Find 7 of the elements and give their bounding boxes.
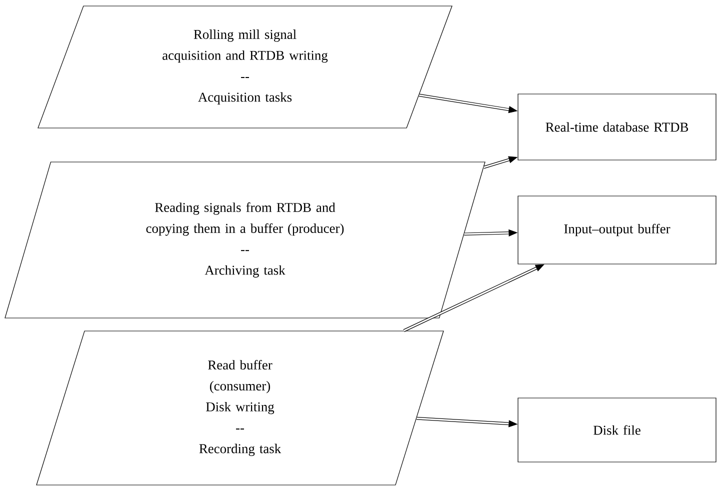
process-box: Disk file — [518, 398, 716, 462]
process-box: Input–output buffer — [518, 196, 716, 264]
arrow — [403, 264, 544, 332]
parallelogram-box: Rolling mill signal acquisition and RTDB writing -- Acquisition tasks — [38, 6, 452, 128]
process-box: Real-time database RTDB — [518, 94, 716, 160]
parallelogram-box: Reading signals from RTDB and copying them in a buffer (producer) -- Archiving task — [4, 162, 486, 318]
parallelogram-box: Read buffer (consumer) Disk writing -- Recording task — [36, 330, 444, 486]
